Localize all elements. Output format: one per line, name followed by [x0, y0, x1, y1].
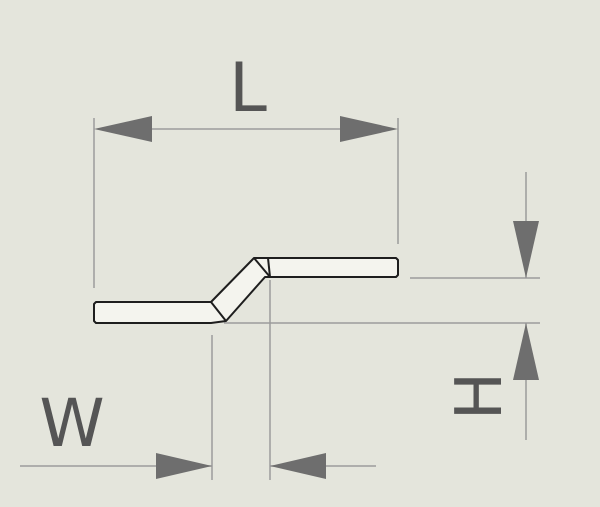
width-label: W: [39, 385, 104, 462]
bent-strip-part: [93, 257, 399, 324]
strip-outline: [93, 257, 399, 324]
length-dimension: L: [93, 49, 399, 288]
width-arrow-right: [270, 453, 326, 479]
bend-line-upper: [253, 257, 271, 278]
bend-line-lower: [210, 301, 227, 322]
height-arrow-top: [513, 221, 539, 278]
length-arrow-right: [340, 116, 398, 142]
flange-seam: [267, 257, 271, 278]
height-dimension: H: [224, 172, 540, 440]
height-arrow-bottom: [513, 323, 539, 380]
width-dimension: W: [20, 280, 376, 480]
width-arrow-left: [156, 453, 212, 479]
length-arrow-left: [94, 116, 152, 142]
length-label: L: [229, 49, 267, 128]
height-label: H: [443, 372, 517, 420]
